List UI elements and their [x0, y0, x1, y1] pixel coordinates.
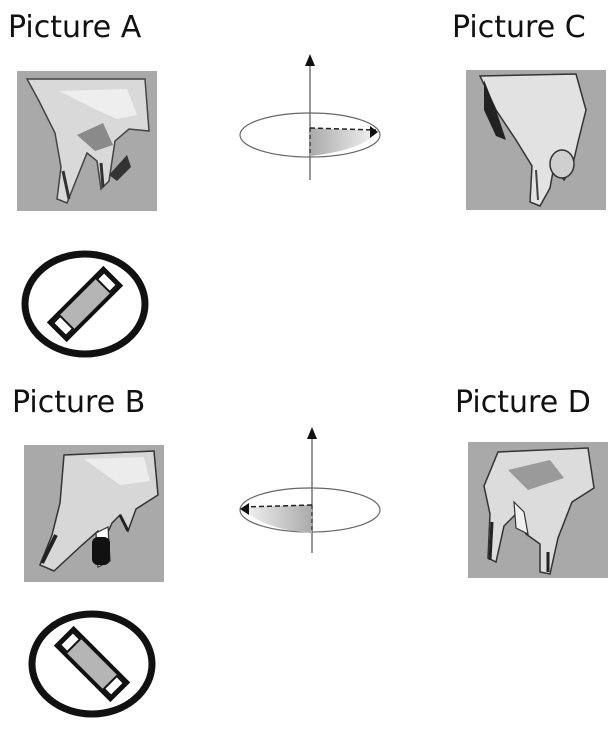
picture-b-label: Picture B: [12, 385, 145, 420]
rotation-axis-diagram-bottom: [234, 425, 384, 560]
hand-pinch-down-icon: [468, 442, 608, 578]
picture-d-label: Picture D: [455, 385, 591, 420]
picture-d-hand-image: [468, 442, 608, 578]
picture-c-hand-image: [466, 70, 606, 210]
picture-c-label: Picture C: [452, 10, 586, 45]
rotated-bar-in-circle-icon: [32, 614, 152, 714]
rotated-bar-symbol-top: [20, 250, 150, 360]
hand-pinch-down-icon: [466, 70, 606, 210]
picture-b-hand-image: [24, 445, 164, 582]
rotation-counterclockwise-axis-icon: [240, 427, 380, 553]
picture-a-hand-image: [17, 71, 157, 211]
rotation-axis-diagram-top: [232, 50, 390, 190]
rotation-clockwise-axis-icon: [240, 54, 380, 180]
hand-pinch-down-icon: [17, 71, 157, 211]
rotated-bar-symbol-bottom: [27, 610, 157, 720]
rotated-bar-in-circle-icon: [25, 254, 145, 354]
picture-a-label: Picture A: [8, 10, 141, 45]
hand-pinch-down-icon: [24, 445, 164, 582]
